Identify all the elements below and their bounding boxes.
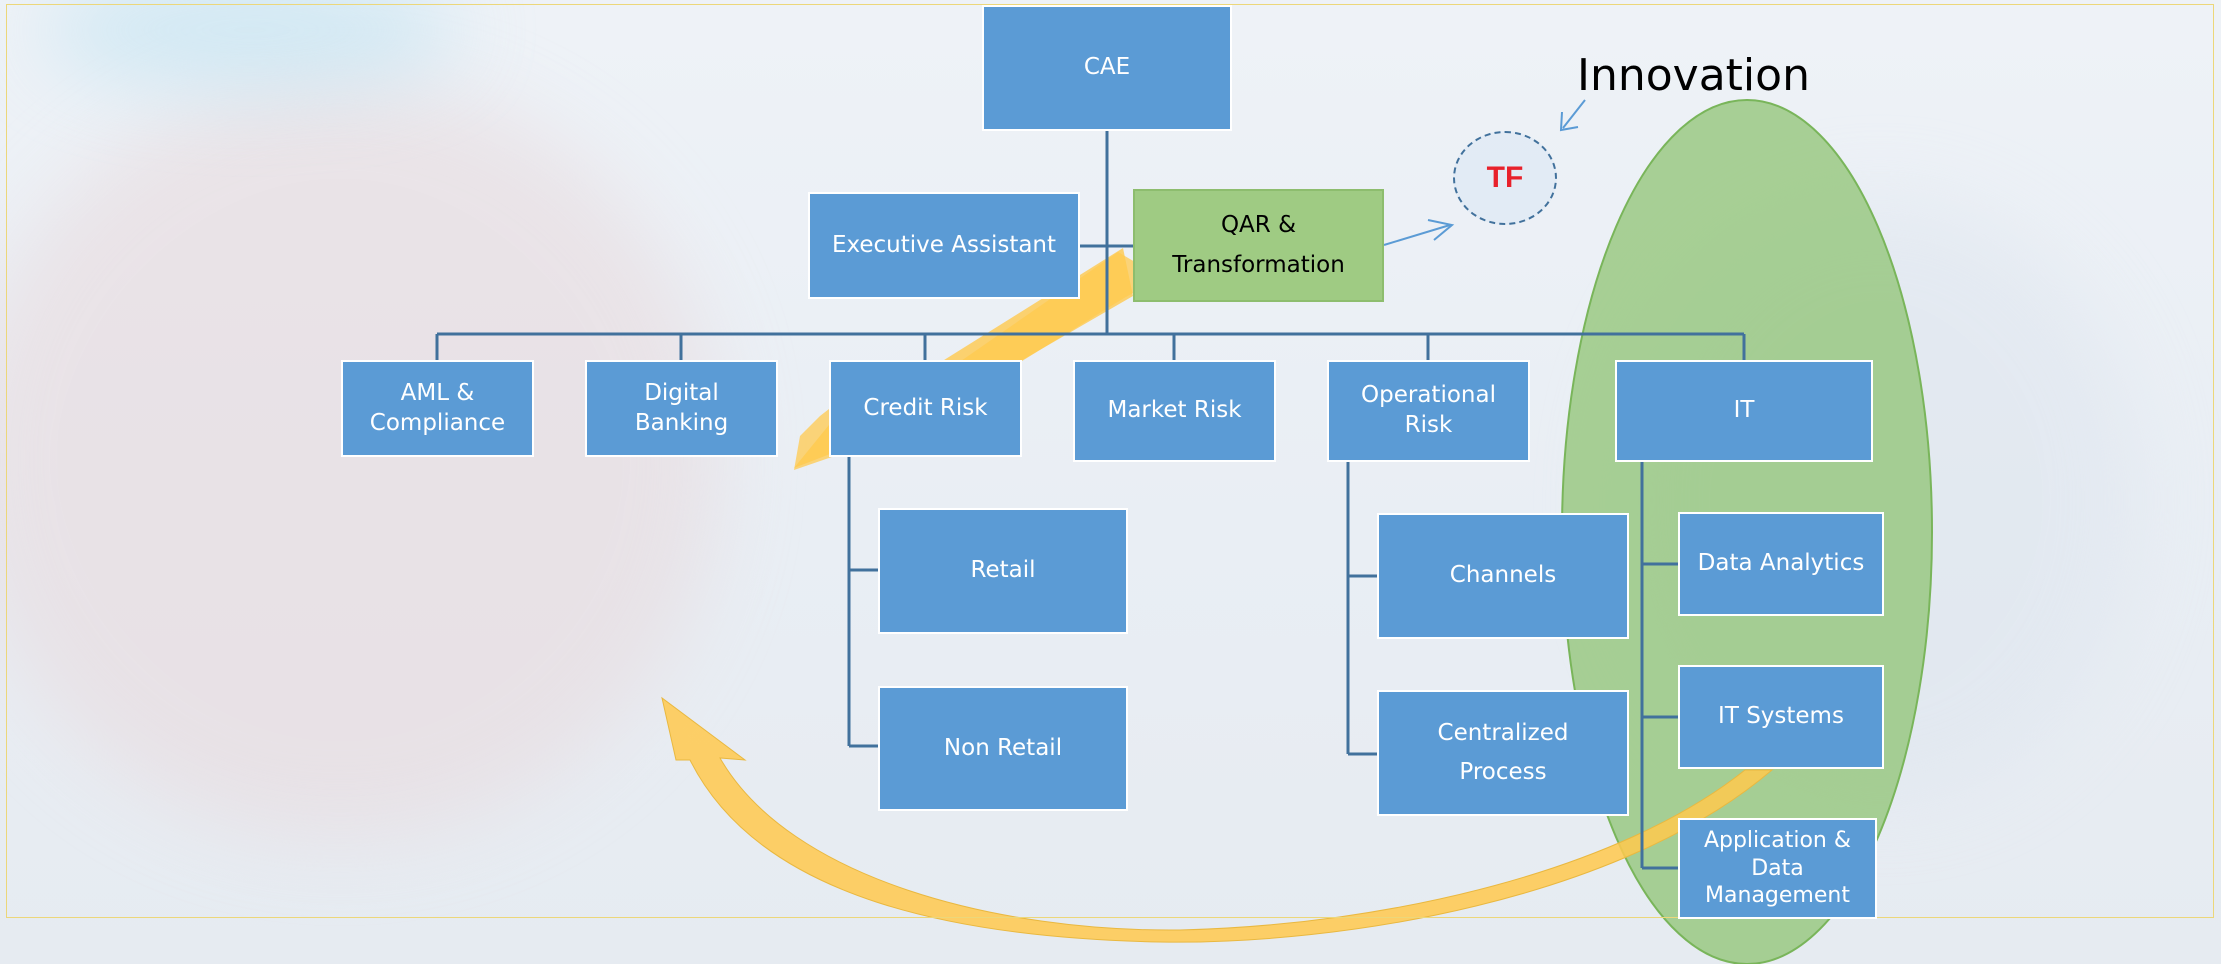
executive-assistant-box: Executive Assistant [808,192,1080,299]
dept-it-label: IT [1733,397,1755,424]
dept-credit-risk-label: Credit Risk [863,394,988,421]
dept-operational-risk: Operational Risk [1327,360,1530,462]
qar-transformation-box: QAR & Transformation [1133,189,1384,302]
channels-label: Channels [1449,562,1557,589]
tf-label: TF [1486,161,1524,194]
op-risk-child-channels: Channels [1377,513,1629,639]
dept-market-risk: Market Risk [1073,360,1276,462]
tf-circle: TF [1453,131,1557,225]
dept-credit-risk: Credit Risk [829,360,1022,457]
it-child-data-analytics: Data Analytics [1678,512,1884,616]
background-blur-left [0,80,720,840]
dept-operational-risk-label: Operational Risk [1361,382,1496,438]
pointer-arrows [1383,99,1586,246]
cae-label: CAE [1083,54,1131,81]
dept-aml-compliance: AML & Compliance [341,360,534,457]
it-child-application-data-management: Application & Data Management [1678,818,1877,919]
cae-box: CAE [982,5,1232,131]
innovation-label: Innovation [1577,50,1810,101]
dept-digital-banking: Digital Banking [585,360,778,457]
centralized-process-label: Centralized Process [1437,719,1569,785]
credit-risk-child-non-retail: Non Retail [878,686,1128,811]
dept-digital-banking-label: Digital Banking [634,379,729,436]
dept-it: IT [1615,360,1873,462]
it-systems-label: IT Systems [1718,703,1844,730]
retail-label: Retail [970,557,1036,584]
non-retail-label: Non Retail [943,734,1063,761]
qar-label-line1: QAR & [1220,212,1297,239]
application-data-management-label: Application & Data Management [1703,828,1852,909]
dept-market-risk-label: Market Risk [1107,397,1242,424]
connector-lines [435,129,1746,870]
qar-label-line2: Transformation [1172,251,1345,278]
credit-risk-child-retail: Retail [878,508,1128,634]
it-child-it-systems: IT Systems [1678,665,1884,769]
data-analytics-label: Data Analytics [1697,550,1865,577]
executive-assistant-label: Executive Assistant [831,231,1057,258]
dept-aml-label: AML & Compliance [369,379,506,436]
gold-arrow-curve [661,696,1774,943]
op-risk-child-centralized-process: Centralized Process [1377,690,1629,816]
